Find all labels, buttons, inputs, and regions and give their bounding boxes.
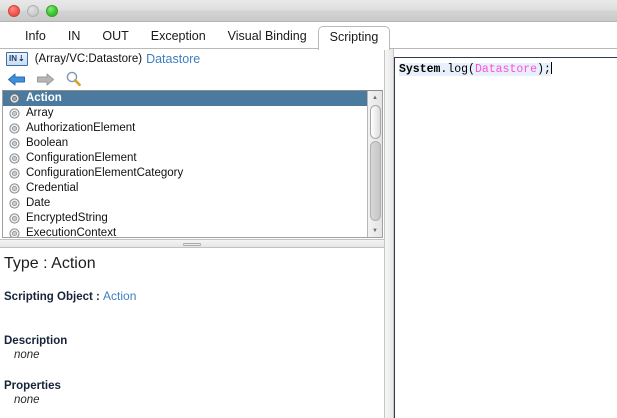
list-item[interactable]: Date [3, 196, 368, 211]
list-item[interactable]: Credential [3, 181, 368, 196]
code-selection: System.log(Datastore); [399, 63, 551, 76]
code-token-tail: ); [537, 63, 551, 76]
description-heading: Description [4, 335, 68, 347]
class-disc-icon [9, 198, 20, 209]
properties-heading: Properties [4, 380, 61, 392]
class-disc-icon [9, 123, 20, 134]
code-token-system: System [399, 63, 441, 76]
list-item-label: Boolean [26, 137, 69, 149]
chevron-down-icon: ⇣ [18, 53, 25, 63]
list-item-label: Credential [26, 182, 79, 194]
title-bar [0, 0, 617, 22]
detail-type-heading: Type : Action [4, 255, 96, 272]
text-caret [550, 62, 552, 74]
minimize-button[interactable] [27, 5, 39, 17]
close-button[interactable] [8, 5, 20, 17]
tab-visual-binding[interactable]: Visual Binding [227, 29, 307, 43]
list-item-label: Date [26, 197, 51, 209]
class-disc-icon [9, 228, 20, 237]
maximize-button[interactable] [46, 5, 58, 17]
class-disc-icon [9, 213, 20, 224]
list-item[interactable]: AuthorizationElement [3, 121, 368, 136]
in-arrow-down-icon[interactable]: IN⇣ [6, 51, 28, 66]
class-disc-icon [9, 168, 20, 179]
properties-value: none [14, 394, 40, 406]
vertical-splitter[interactable] [384, 49, 394, 418]
list-item-label: ConfigurationElementCategory [26, 167, 184, 179]
tab-out[interactable]: OUT [102, 29, 129, 43]
list-item-label: Array [26, 107, 54, 119]
list-item-label: Action [26, 92, 62, 104]
list-item-label: ConfigurationElement [26, 152, 137, 164]
list-item[interactable]: Boolean [3, 136, 368, 151]
class-disc-icon [9, 153, 20, 164]
window-controls [8, 5, 58, 17]
scroll-down-arrow-icon[interactable]: ▼ [372, 227, 378, 234]
forward-arrow-icon[interactable] [36, 72, 55, 87]
splitter-grip[interactable] [183, 243, 201, 246]
back-arrow-icon[interactable] [7, 72, 26, 87]
class-list[interactable]: Action Array AuthorizationElement [3, 91, 368, 237]
scrollbar-track[interactable] [370, 141, 381, 221]
tab-exception[interactable]: Exception [150, 29, 206, 43]
horizontal-splitter[interactable] [0, 239, 384, 248]
tab-list: Info IN OUT Exception Visual Binding Scr… [14, 22, 391, 50]
list-item[interactable]: Array [3, 106, 368, 121]
navigation-toolbar [0, 68, 384, 90]
scripting-object-link[interactable]: Action [103, 289, 137, 303]
list-item-label: ExecutionContext [26, 227, 117, 237]
code-token-dot-log: .log( [440, 63, 475, 76]
magnifier-icon[interactable] [65, 71, 82, 87]
list-item[interactable]: ConfigurationElementCategory [3, 166, 368, 181]
in-badge-label: IN [9, 53, 17, 63]
class-disc-icon [9, 93, 20, 104]
list-item[interactable]: ConfigurationElement [3, 151, 368, 166]
tab-info[interactable]: Info [25, 29, 46, 43]
code-token-datastore: Datastore [474, 63, 538, 76]
code-line[interactable]: System.log(Datastore); [399, 62, 617, 77]
breadcrumb: IN⇣ (Array/VC:Datastore) Datastore [0, 49, 384, 68]
list-item[interactable]: ExecutionContext [3, 226, 368, 237]
class-list-panel: Action Array AuthorizationElement [2, 90, 383, 238]
breadcrumb-path: (Array/VC:Datastore) [34, 52, 143, 65]
class-disc-icon [9, 108, 20, 119]
breadcrumb-link-datastore[interactable]: Datastore [146, 51, 201, 66]
class-disc-icon [9, 183, 20, 194]
tab-bar: Info IN OUT Exception Visual Binding Scr… [0, 22, 617, 50]
tab-scripting[interactable]: Scripting [317, 26, 391, 50]
detail-scripting-object-row: Scripting Object : Action [4, 289, 384, 304]
list-item-label: EncryptedString [26, 212, 108, 224]
scrollbar-thumb[interactable] [370, 105, 381, 139]
class-disc-icon [9, 138, 20, 149]
list-item[interactable]: EncryptedString [3, 211, 368, 226]
description-value: none [14, 349, 40, 361]
list-item[interactable]: Action [3, 91, 368, 106]
scroll-up-arrow-icon[interactable]: ▲ [372, 94, 378, 101]
script-editor[interactable]: System.log(Datastore); [394, 57, 617, 418]
list-item-label: AuthorizationElement [26, 122, 136, 134]
tab-in[interactable]: IN [67, 29, 81, 43]
tab-bar-underline [0, 48, 617, 49]
detail-panel: Type : Action Scripting Object : Action … [0, 248, 384, 418]
class-list-scrollbar[interactable]: ▲ ▼ [367, 91, 382, 237]
scripting-object-label: Scripting Object : [4, 291, 100, 303]
